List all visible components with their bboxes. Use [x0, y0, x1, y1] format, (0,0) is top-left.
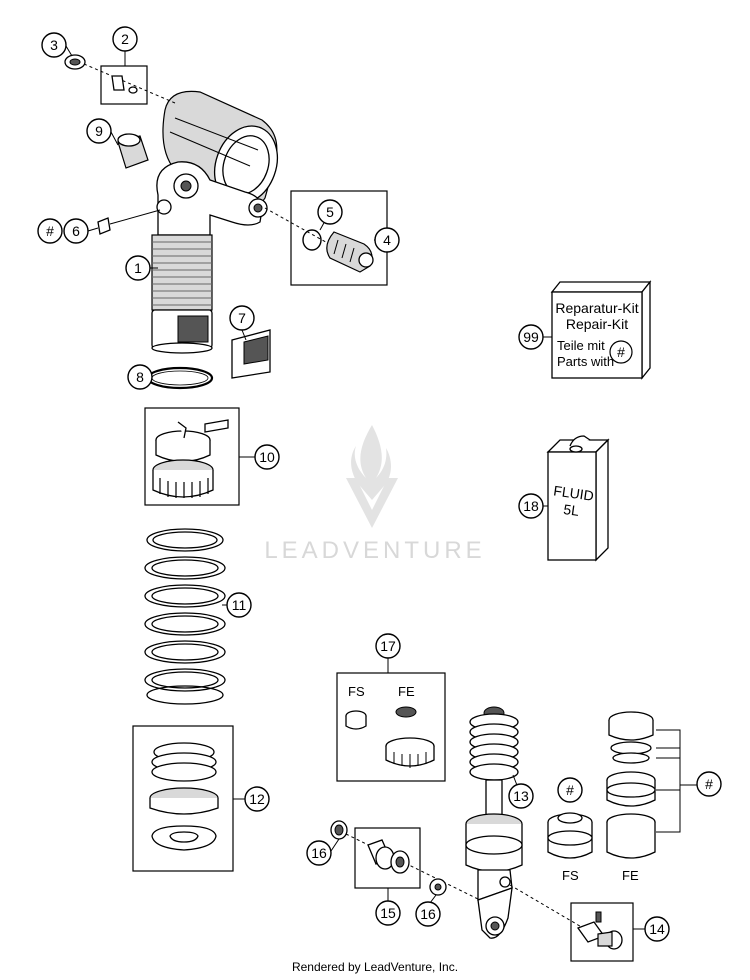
- callout-15: 15: [375, 900, 401, 926]
- kit-line2: Repair-Kit: [566, 316, 628, 332]
- watermark: LEADVENTURE: [264, 425, 485, 564]
- callout-13: 13: [508, 783, 534, 809]
- svg-text:17: 17: [380, 638, 396, 654]
- kit-line3: Teile mit: [557, 338, 605, 353]
- svg-text:11: 11: [232, 597, 247, 613]
- bushing-set: [330, 820, 481, 901]
- svg-text:18: 18: [523, 498, 539, 514]
- fs-piston: FS: [547, 812, 593, 883]
- variant-fe-label: FE: [622, 868, 639, 883]
- bushing: [117, 133, 149, 169]
- callout-16-right: 16: [415, 901, 441, 927]
- kit-symbol: #: [617, 344, 625, 360]
- variant-fs-label: FS: [562, 868, 579, 883]
- svg-text:16: 16: [420, 906, 436, 922]
- svg-text:1: 1: [134, 260, 142, 276]
- adjuster-assembly: [264, 190, 388, 286]
- callout-16-left: 16: [306, 840, 332, 866]
- svg-text:#: #: [705, 776, 713, 792]
- screw: [97, 209, 161, 235]
- svg-text:2: 2: [121, 31, 129, 47]
- adjuster-screw-assembly: [509, 884, 634, 962]
- callout-11: 11: [226, 592, 252, 618]
- callout-2: 2: [112, 26, 138, 52]
- circlip: [146, 366, 214, 390]
- callout-7: 7: [229, 305, 255, 331]
- can-line2: 5L: [562, 501, 580, 519]
- can-line1: FLUID: [553, 482, 595, 503]
- callout-hash-mid: #: [557, 777, 583, 803]
- callout-12: 12: [244, 786, 270, 812]
- callout-3: 3: [41, 32, 67, 58]
- callout-9: 9: [86, 118, 112, 144]
- svg-text:14: 14: [649, 921, 665, 937]
- callout-18: 18: [518, 493, 544, 519]
- svg-text:#: #: [566, 782, 574, 798]
- callout-4: 4: [374, 227, 400, 253]
- variant-fe-label-17: FE: [398, 684, 415, 699]
- coil-spring: [144, 528, 226, 705]
- kit-line1: Reparatur-Kit: [555, 300, 638, 316]
- callout-5: 5: [317, 199, 343, 225]
- footer-credit: Rendered by LeadVenture, Inc.: [291, 960, 459, 974]
- callout-1: 1: [125, 255, 151, 281]
- fe-piston-stack: FE: [606, 711, 698, 883]
- svg-text:4: 4: [383, 232, 391, 248]
- variant-fs-label-17: FS: [348, 684, 365, 699]
- watermark-text: LEADVENTURE: [264, 537, 485, 564]
- svg-text:13: 13: [513, 788, 529, 804]
- callout-14: 14: [644, 916, 670, 942]
- piston-rod-assembly: [465, 706, 523, 939]
- callout-8: 8: [127, 364, 153, 390]
- callout-17: 17: [375, 633, 401, 659]
- piston-variant-assembly: FS FE: [336, 672, 446, 782]
- svg-text:5: 5: [326, 204, 334, 220]
- spring-retainer-assembly: [132, 725, 234, 872]
- svg-text:3: 3: [50, 37, 58, 53]
- svg-text:9: 9: [95, 123, 103, 139]
- callout-10: 10: [254, 444, 280, 470]
- repair-kit-box: Reparatur-Kit Repair-Kit Teile mit Parts…: [550, 280, 652, 380]
- kit-line4: Parts with: [557, 354, 614, 369]
- svg-text:7: 7: [238, 310, 246, 326]
- callout-6: 6: [63, 218, 89, 244]
- decal-sticker: [231, 329, 271, 379]
- svg-text:10: 10: [259, 449, 275, 465]
- callout-99: 99: [518, 324, 544, 350]
- svg-text:99: 99: [523, 329, 539, 345]
- callout-hash-right: #: [696, 771, 722, 797]
- svg-text:12: 12: [249, 791, 265, 807]
- svg-text:16: 16: [311, 845, 327, 861]
- cap-and-valve: [64, 54, 176, 105]
- callout-hash-left: #: [37, 218, 63, 244]
- svg-text:15: 15: [380, 905, 396, 921]
- fluid-can: FLUID 5L: [546, 435, 610, 562]
- svg-text:#: #: [46, 223, 54, 239]
- svg-text:8: 8: [136, 369, 144, 385]
- shock-body-assembly: [151, 90, 278, 354]
- adjusting-ring-assembly: [144, 407, 240, 506]
- svg-text:6: 6: [72, 223, 80, 239]
